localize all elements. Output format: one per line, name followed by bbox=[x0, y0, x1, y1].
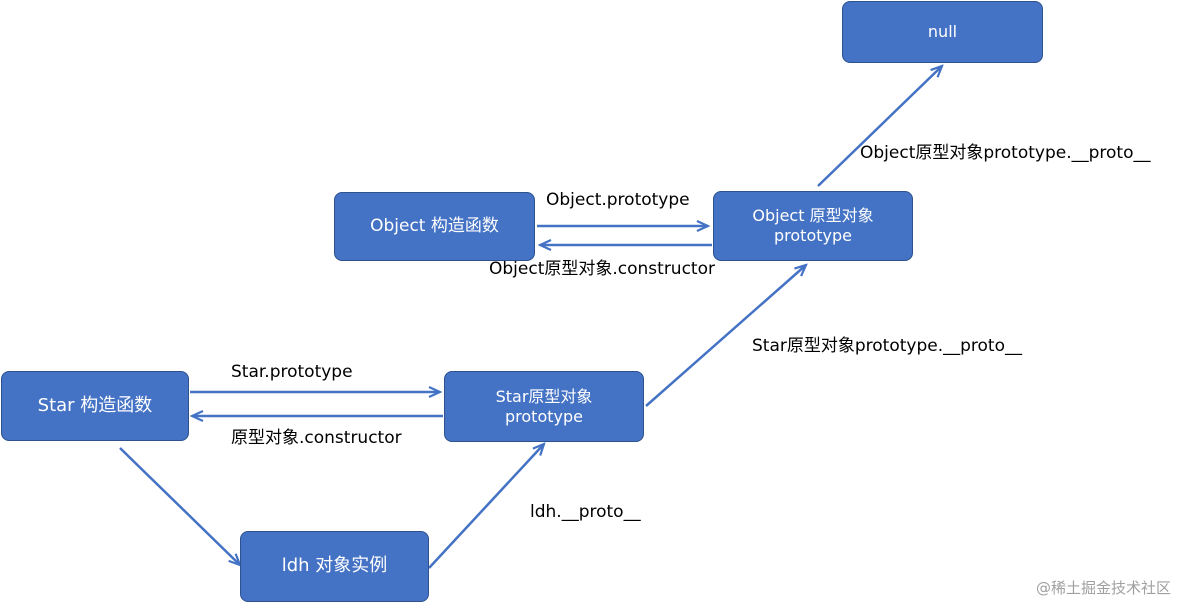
node-ldh-instance: ldh 对象实例 bbox=[240, 531, 429, 602]
edge-label-star-ctor-to-proto: Star.prototype bbox=[231, 362, 353, 382]
node-object-prototype-sublabel: prototype bbox=[774, 226, 852, 245]
edge-label-object-ctor-to-proto: Object.prototype bbox=[546, 190, 690, 210]
node-star-prototype-sublabel: prototype bbox=[505, 406, 583, 426]
edge-label-ldh-to-star-proto: ldh.__proto__ bbox=[530, 502, 641, 522]
edge-label-object-proto-to-ctor: Object原型对象.constructor bbox=[489, 259, 715, 279]
node-star-prototype-label: Star原型对象 bbox=[495, 386, 593, 406]
node-ldh-instance-label: ldh 对象实例 bbox=[281, 555, 388, 577]
arrow-star-ctor-to-ldh bbox=[119, 447, 240, 565]
node-null-label: null bbox=[927, 22, 958, 41]
node-object-constructor: Object 构造函数 bbox=[334, 192, 535, 261]
watermark: @稀土掘金技术社区 bbox=[1036, 579, 1172, 597]
node-object-prototype: Object 原型对象 prototype bbox=[713, 191, 913, 261]
edge-label-star-proto-to-object-proto: Star原型对象prototype.__proto__ bbox=[752, 336, 1022, 356]
arrow-object-proto-to-null bbox=[817, 66, 942, 187]
node-star-constructor: Star 构造函数 bbox=[1, 371, 189, 441]
node-star-constructor-label: Star 构造函数 bbox=[37, 394, 153, 416]
node-null: null bbox=[842, 1, 1043, 63]
edge-label-object-proto-to-null: Object原型对象prototype.__proto__ bbox=[860, 143, 1151, 163]
node-star-prototype: Star原型对象 prototype bbox=[444, 371, 644, 442]
arrow-ldh-to-star-proto bbox=[428, 444, 544, 569]
node-object-constructor-label: Object 构造函数 bbox=[370, 215, 499, 236]
edge-label-star-proto-to-ctor: 原型对象.constructor bbox=[231, 428, 402, 448]
arrow-star-proto-to-object-proto bbox=[645, 265, 806, 407]
node-object-prototype-label: Object 原型对象 bbox=[752, 206, 874, 225]
